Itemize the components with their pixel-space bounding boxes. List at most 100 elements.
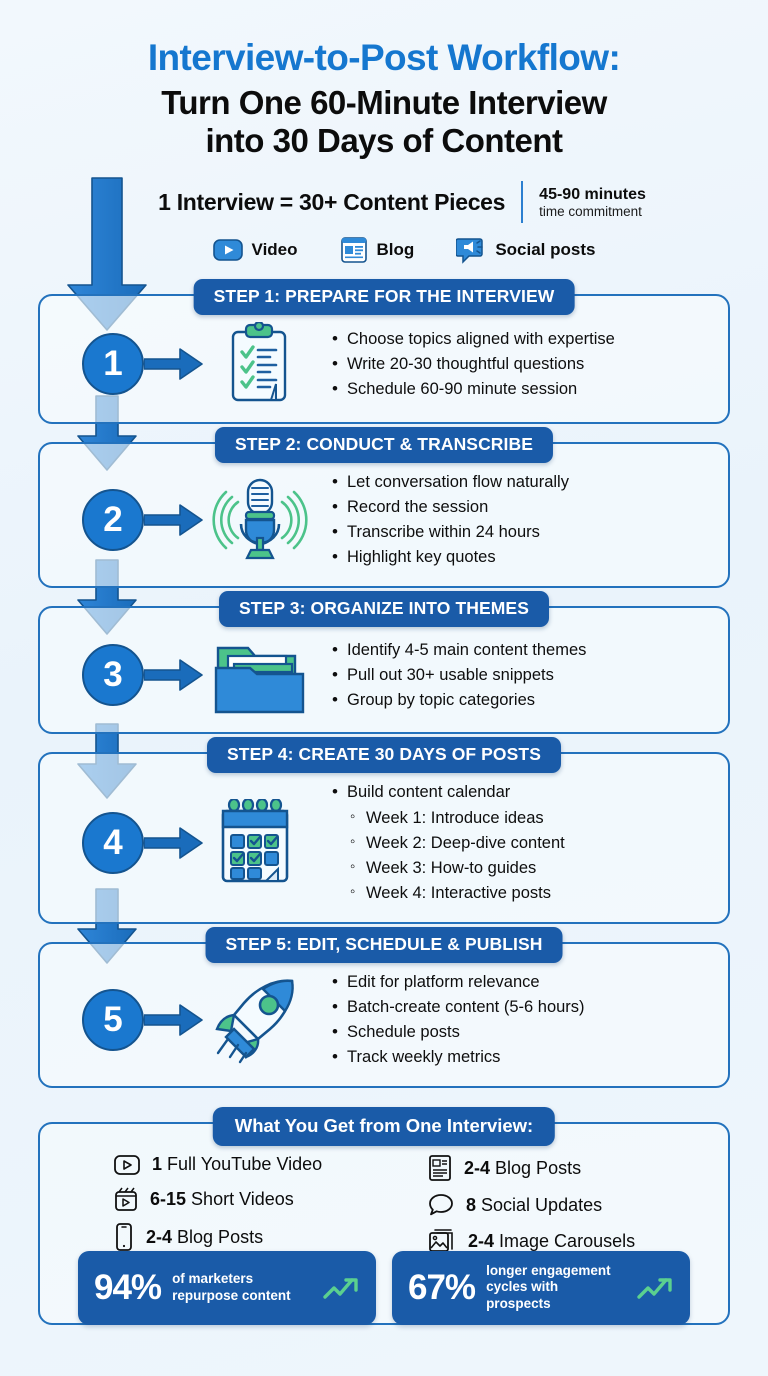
step-5-bullets: Edit for platform relevance Batch-create… — [316, 969, 714, 1070]
stat-card-2: 67% longer engagement cycles with prospe… — [392, 1250, 690, 1326]
interview-equation: 1 Interview = 30+ Content Pieces — [158, 188, 506, 215]
list-item: Record the session — [330, 494, 714, 520]
stat-card-1-text: of marketers repurpose content — [172, 1271, 311, 1305]
deliverable-text: 2-4 Blog Posts — [146, 1227, 263, 1248]
workflow-steps: STEP 1: PREPARE FOR THE INTERVIEW 1 — [0, 279, 768, 1089]
step-4-number: 4 — [82, 812, 144, 875]
list-item: 2-4 Blog Posts — [114, 1223, 392, 1252]
chip-blog: Blog — [340, 236, 415, 264]
clipboard-checklist-icon — [204, 322, 316, 406]
stat-card-1-line2: repurpose content — [172, 1287, 291, 1303]
stat-card-1: 94% of marketers repurpose content — [78, 1250, 376, 1326]
list-item: Schedule 60-90 minute session — [330, 376, 714, 402]
rocket-icon — [204, 975, 316, 1065]
step-5-badge: STEP 5: EDIT, SCHEDULE & PUBLISH — [205, 926, 563, 963]
stat-card-2-line1: longer engagement — [486, 1262, 611, 1278]
step-3-badge: STEP 3: ORGANIZE INTO THEMES — [219, 591, 549, 628]
step-card-3: STEP 3: ORGANIZE INTO THEMES 3 Identify … — [38, 591, 730, 735]
deliverable-count: 1 — [152, 1154, 163, 1175]
stat-card-2-line2: cycles with prospects — [486, 1279, 559, 1312]
chip-video: Video — [212, 239, 298, 261]
deliverables-grid: 1 Full YouTube Video 6-15 Short Videos 2… — [62, 1154, 706, 1265]
step-2-badge: STEP 2: CONDUCT & TRANSCRIBE — [214, 427, 554, 464]
step-card-1: STEP 1: PREPARE FOR THE INTERVIEW 1 — [38, 279, 730, 425]
deliverable-text: 1 Full YouTube Video — [152, 1154, 322, 1175]
step-1-number: 1 — [82, 333, 144, 396]
deliverable-count: 8 — [466, 1194, 477, 1215]
speech-bubble-icon — [428, 1193, 454, 1217]
list-item: Group by topic categories — [330, 687, 714, 713]
chip-social: Social posts — [456, 236, 595, 264]
deliverables-left-column: 1 Full YouTube Video 6-15 Short Videos 2… — [62, 1154, 392, 1265]
step-1-arrow — [144, 347, 204, 381]
deliverable-text: 2-4 Blog Posts — [464, 1158, 581, 1179]
header-stat-line: 1 Interview = 30+ Content Pieces 45-90 m… — [30, 181, 738, 224]
chip-video-label: Video — [251, 240, 298, 260]
infographic-header: Interview-to-Post Workflow: Turn One 60-… — [0, 0, 768, 264]
deliverable-label: Full YouTube Video — [167, 1154, 323, 1175]
step-4-bullets: Build content calendar Week 1: Introduce… — [316, 779, 714, 906]
stat-card-1-line1: of marketers — [172, 1271, 254, 1286]
page-title-sub-line1: Turn One 60-Minute Interview — [161, 83, 607, 121]
list-item: Batch-create content (5-6 hours) — [330, 994, 714, 1020]
deliverable-label: Short Videos — [191, 1188, 294, 1209]
step-2-number: 2 — [82, 489, 144, 552]
time-commitment-value: 45-90 minutes — [539, 185, 646, 203]
calendar-icon — [204, 799, 316, 887]
chip-blog-label: Blog — [376, 240, 415, 260]
content-type-chips: Video Blog — [30, 236, 738, 264]
list-item: Edit for platform relevance — [330, 969, 714, 995]
youtube-video-icon — [114, 1154, 140, 1175]
deliverables-right-column: 2-4 Blog Posts 8 Social Updates 2-4 Imag… — [392, 1154, 706, 1265]
deliverable-count: 2-4 — [146, 1226, 173, 1247]
list-item: Schedule posts — [330, 1019, 714, 1045]
list-item: Let conversation flow naturally — [330, 469, 714, 495]
deliverable-text: 6-15 Short Videos — [150, 1189, 294, 1210]
step-card-2: STEP 2: CONDUCT & TRANSCRIBE 2 — [38, 427, 730, 589]
deliverable-count: 2-4 — [464, 1157, 491, 1178]
step-4-badge: STEP 4: CREATE 30 DAYS OF POSTS — [207, 737, 561, 774]
deliverable-count: 2-4 — [468, 1230, 495, 1251]
trend-up-icon — [636, 1275, 674, 1301]
list-item: Transcribe within 24 hours — [330, 519, 714, 545]
step-1-badge: STEP 1: PREPARE FOR THE INTERVIEW — [193, 279, 575, 316]
deliverable-label: Blog Posts — [495, 1157, 582, 1178]
list-item: Identify 4-5 main content themes — [330, 637, 714, 663]
page-title-main: Interview-to-Post Workflow: — [147, 37, 621, 78]
folder-files-icon — [204, 634, 316, 716]
video-play-icon — [212, 239, 243, 261]
step-3-number: 3 — [82, 644, 144, 707]
list-item: Pull out 30+ usable snippets — [330, 662, 714, 688]
stat-card-2-percent: 67% — [408, 1267, 476, 1307]
list-item: Write 20-30 thoughtful questions — [330, 351, 714, 377]
list-item: 1 Full YouTube Video — [114, 1154, 392, 1175]
trend-up-icon — [322, 1275, 360, 1301]
microphone-icon — [204, 476, 316, 564]
deliverable-count: 6-15 — [150, 1188, 187, 1209]
step-2-arrow — [144, 503, 204, 537]
stat-divider — [521, 181, 524, 224]
step-5-number: 5 — [82, 989, 144, 1052]
deliverable-label: Social Updates — [481, 1194, 603, 1215]
list-item: Highlight key quotes — [330, 544, 714, 570]
deliverable-text: 8 Social Updates — [466, 1195, 602, 1216]
page-title-sub: Turn One 60-Minute Interview into 30 Day… — [30, 84, 738, 159]
page-title-sub-line2: into 30 Days of Content — [205, 121, 563, 159]
list-item: Week 4: Interactive posts — [330, 881, 714, 906]
short-video-icon — [114, 1186, 138, 1212]
step-1-bullets: Choose topics aligned with expertise Wri… — [316, 326, 714, 402]
stat-card-2-text: longer engagement cycles with prospects — [486, 1263, 625, 1314]
deliverable-label: Image Carousels — [499, 1230, 636, 1251]
step-3-arrow — [144, 658, 204, 692]
list-item: Week 2: Deep-dive content — [330, 831, 714, 856]
step-5-arrow — [144, 1003, 204, 1037]
mobile-phone-icon — [114, 1223, 134, 1252]
stat-card-1-percent: 94% — [94, 1267, 162, 1307]
summary-card: What You Get from One Interview: 1 Full … — [38, 1107, 730, 1326]
summary-badge: What You Get from One Interview: — [212, 1107, 556, 1147]
step-card-4: STEP 4: CREATE 30 DAYS OF POSTS 4 — [38, 737, 730, 924]
stat-cards: 94% of marketers repurpose content 67% l… — [78, 1250, 690, 1326]
list-item: 8 Social Updates — [428, 1193, 706, 1217]
step-card-5: STEP 5: EDIT, SCHEDULE & PUBLISH 5 Edit … — [38, 926, 730, 1089]
step-3-bullets: Identify 4-5 main content themes Pull ou… — [316, 637, 714, 713]
